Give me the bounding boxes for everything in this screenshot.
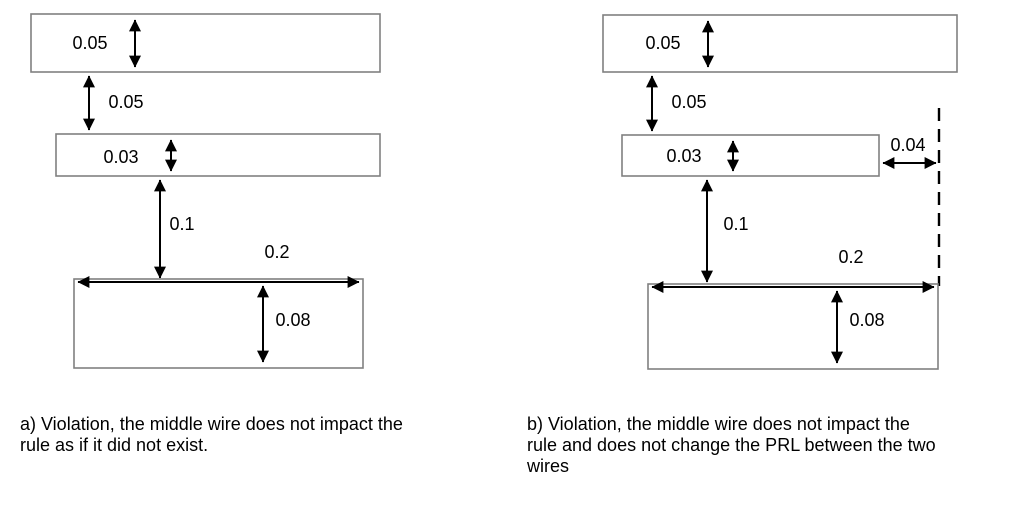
top-wire-a — [30, 13, 381, 73]
top-wire-thickness-label-a: 0.05 — [72, 33, 107, 53]
caption-a-line-2: rule as if it did not exist. — [20, 435, 209, 455]
bottom-gap-label-b: 0.1 — [723, 214, 748, 234]
bottom-wire-width-label-a: 0.2 — [264, 242, 289, 262]
bottom-wire-a — [73, 278, 364, 369]
bottom-gap-label-a: 0.1 — [169, 214, 194, 234]
caption-b-line-1: b) Violation, the middle wire does not i… — [527, 414, 910, 434]
caption-b-line-3: wires — [527, 456, 570, 476]
middle-wire-a — [55, 133, 381, 177]
caption-panel-a: a) Violation, the middle wire does not i… — [20, 414, 403, 456]
middle-wire-thickness-label-b: 0.03 — [666, 146, 701, 166]
top-wire-thickness-label-b: 0.05 — [645, 33, 680, 53]
panel-b: 0.05 0.05 0.03 0.04 0.1 0.2 0.08 — [602, 14, 958, 370]
bottom-wire-thickness-label-b: 0.08 — [849, 310, 884, 330]
middle-wire-b — [621, 134, 880, 177]
top-gap-label-b: 0.05 — [671, 92, 706, 112]
bottom-wire-b — [647, 283, 939, 370]
top-gap-label-a: 0.05 — [108, 92, 143, 112]
caption-panel-b: b) Violation, the middle wire does not i… — [527, 414, 936, 477]
panel-a: 0.05 0.05 0.03 0.1 0.2 0.08 — [30, 13, 381, 369]
prl-distance-label-b: 0.04 — [890, 135, 925, 155]
bottom-wire-width-label-b: 0.2 — [838, 247, 863, 267]
caption-b-line-2: rule and does not change the PRL between… — [527, 435, 936, 455]
top-wire-b — [602, 14, 958, 73]
caption-a-line-1: a) Violation, the middle wire does not i… — [20, 414, 403, 434]
middle-wire-thickness-label-a: 0.03 — [103, 147, 138, 167]
bottom-wire-thickness-label-a: 0.08 — [275, 310, 310, 330]
